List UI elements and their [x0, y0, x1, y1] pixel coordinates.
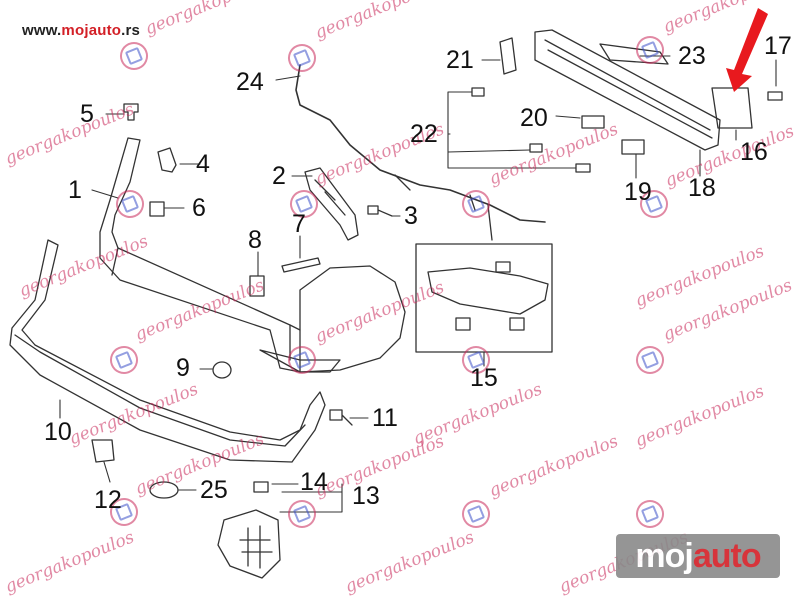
reflector-clip-a — [455, 317, 471, 331]
callout-14: 14 — [300, 468, 328, 496]
bolt-22c — [575, 163, 591, 173]
clip-5 — [123, 103, 139, 121]
bolt-3 — [367, 205, 393, 217]
callout-1: 1 — [68, 176, 82, 204]
small-bracket-4 — [157, 147, 177, 173]
bumper-cover — [99, 137, 406, 373]
callout-16: 16 — [740, 138, 768, 166]
reinforcement-beam-detail — [544, 39, 713, 139]
callout-13: 13 — [352, 482, 380, 510]
bracket-13-grid — [239, 525, 273, 569]
url-highlight: mojauto — [61, 22, 122, 39]
site-url[interactable]: www.mojauto.rs — [22, 22, 140, 39]
callout-10: 10 — [44, 418, 72, 446]
plug-9 — [212, 361, 232, 379]
callout-9: 9 — [176, 354, 190, 382]
bolt-22a — [471, 87, 485, 97]
callout-4: 4 — [196, 150, 210, 178]
trim-strip-7 — [281, 257, 321, 273]
lower-spoiler-edge — [14, 334, 306, 447]
sticker-8 — [249, 275, 265, 297]
lower-spoiler — [9, 239, 326, 463]
brand-logo-part1: moj — [635, 536, 693, 575]
red-arrow-icon — [726, 8, 768, 92]
reflector — [427, 267, 549, 315]
callout-2: 2 — [272, 162, 286, 190]
callout-20: 20 — [520, 104, 548, 132]
callout-6: 6 — [192, 194, 206, 222]
cover-12 — [91, 439, 115, 463]
wire-harness — [295, 64, 546, 223]
callout-17: 17 — [764, 32, 792, 60]
callout-19: 19 — [624, 178, 652, 206]
clip-14 — [253, 481, 269, 493]
clip-6 — [149, 201, 165, 217]
callout-23: 23 — [678, 42, 706, 70]
callout-12: 12 — [94, 486, 122, 514]
reinforcement-beam — [534, 29, 721, 151]
brand-logo-part2: auto — [692, 536, 762, 575]
callout-21: 21 — [446, 46, 474, 74]
clip-19 — [621, 139, 645, 155]
callout-5: 5 — [80, 100, 94, 128]
callout-3: 3 — [404, 202, 418, 230]
side-bracket-ribs — [314, 179, 346, 216]
callout-7: 7 — [292, 210, 306, 238]
bracket-16 — [711, 87, 753, 129]
leader-lines — [59, 55, 777, 513]
reflector-clip-b — [509, 317, 525, 331]
url-suffix: .rs — [121, 22, 141, 39]
callout-11: 11 — [372, 404, 398, 432]
callout-8: 8 — [248, 226, 262, 254]
url-prefix: www. — [22, 22, 62, 39]
callout-24: 24 — [236, 68, 264, 96]
bolt-11 — [329, 409, 353, 426]
callout-22: 22 — [410, 120, 438, 148]
bolt-22b — [529, 143, 543, 153]
callout-15: 15 — [470, 364, 498, 392]
bracket-13 — [217, 509, 281, 579]
bolt-17 — [767, 91, 783, 101]
bracket-21 — [499, 37, 517, 75]
callout-18: 18 — [688, 174, 716, 202]
reflector-clip-c — [495, 261, 511, 273]
callout-25: 25 — [200, 476, 228, 504]
clip-20 — [581, 115, 605, 129]
